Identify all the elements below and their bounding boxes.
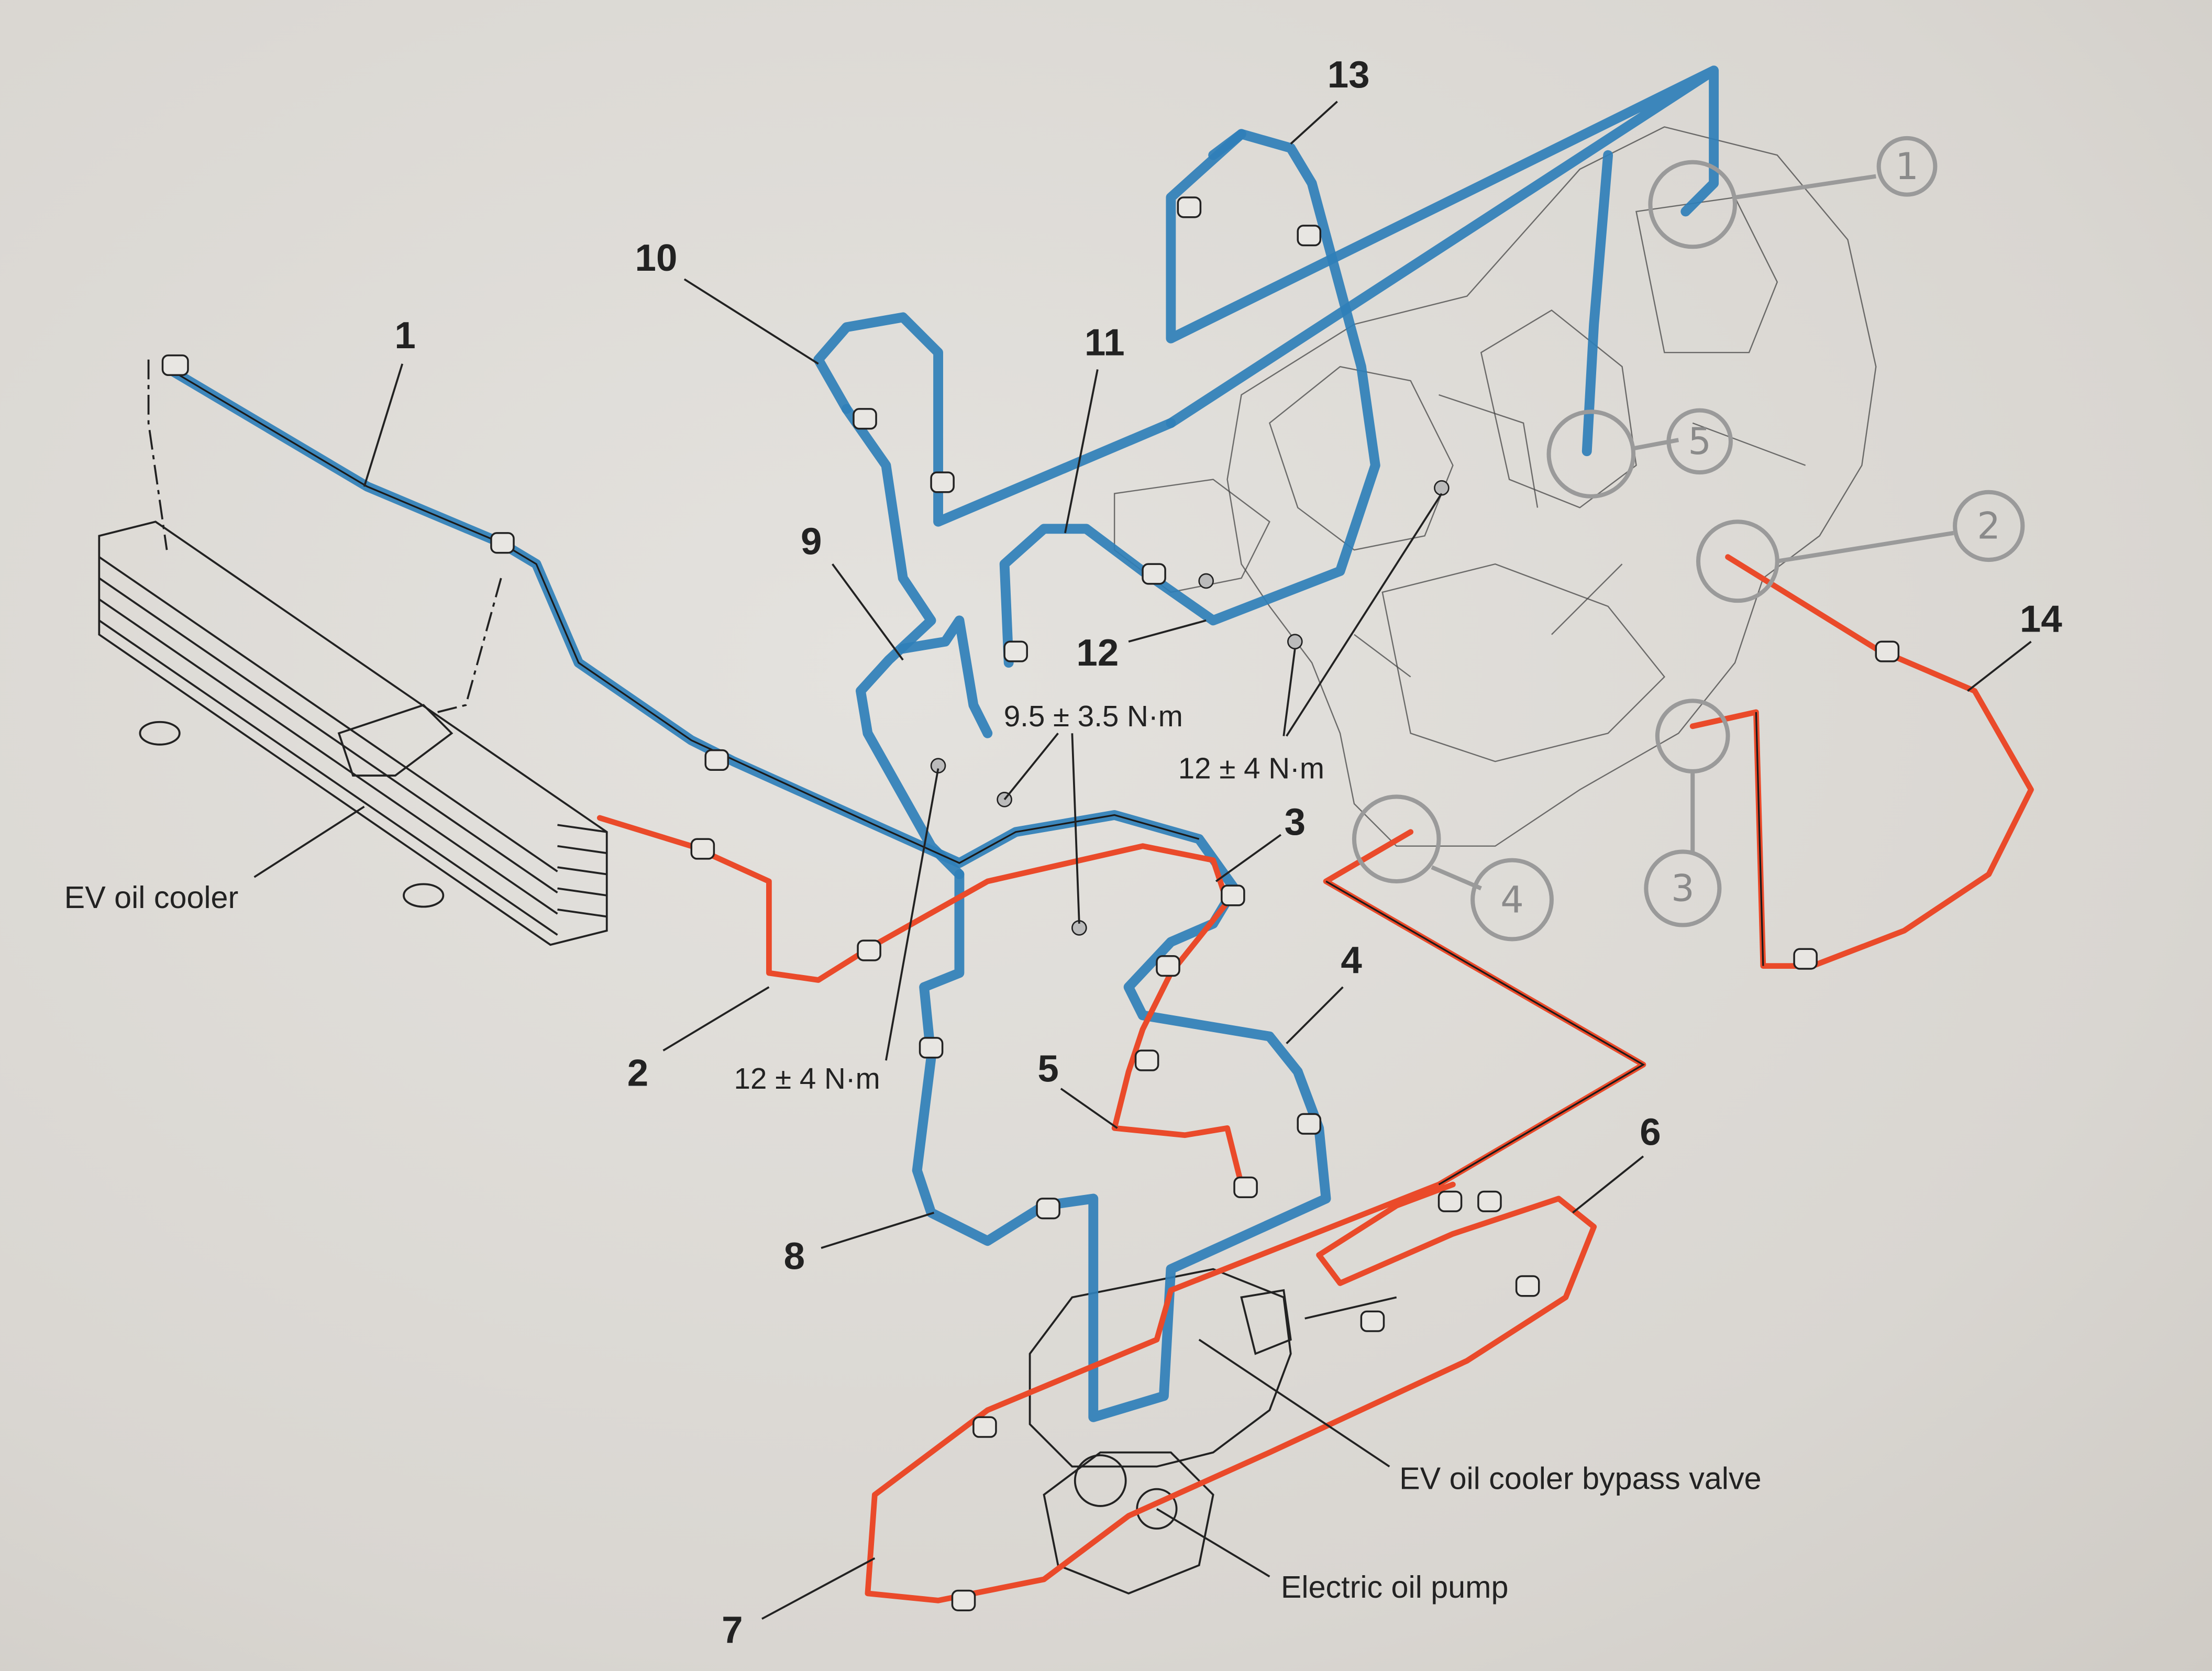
ev-oil-cooler-drawing — [98, 359, 608, 946]
callout-11: 11 — [1085, 322, 1125, 364]
pencil-marks — [1352, 136, 2025, 942]
hose-13-branch — [1581, 150, 1613, 457]
callout-10: 10 — [635, 237, 678, 279]
callout-1: 1 — [394, 314, 415, 357]
callout-3: 3 — [1285, 801, 1306, 843]
handwritten-mark: 3 — [1671, 867, 1695, 910]
hose-9 — [842, 404, 965, 879]
handwritten-mark: 4 — [1500, 878, 1524, 921]
label-bypass-valve: EV oil cooler bypass valve — [1399, 1461, 1761, 1496]
torque-spec: 12 ± 4 N·m — [734, 1062, 880, 1095]
pump-valve-assembly-drawing — [1028, 1268, 1397, 1595]
handwritten-circle-2 — [1953, 490, 2025, 562]
blue-hose-lines — [164, 65, 1719, 1422]
handwritten-circle-1 — [1876, 136, 1938, 197]
hose-9-return — [898, 615, 993, 738]
handwritten-mark: 1 — [1895, 145, 1919, 188]
transmission-outline — [1113, 126, 1877, 847]
hose-1 — [164, 364, 1331, 1422]
torque-spec: 12 ± 4 N·m — [1178, 751, 1324, 784]
hose-10 — [813, 312, 1176, 527]
handwritten-mark: 2 — [1977, 505, 2000, 548]
hose-clamps — [161, 196, 1900, 1611]
torque-spec: 9.5 ± 3.5 N·m — [1004, 700, 1183, 733]
callout-6: 6 — [1640, 1111, 1661, 1154]
handwritten-circle-5 — [1666, 408, 1733, 475]
callout-13: 13 — [1328, 53, 1370, 96]
hose-2 — [596, 815, 1244, 1188]
label-ev-oil-cooler: EV oil cooler — [64, 880, 239, 915]
callout-5: 5 — [1037, 1047, 1058, 1090]
callout-12: 12 — [1076, 632, 1119, 674]
label-electric-oil-pump: Electric oil pump — [1281, 1569, 1509, 1604]
callout-4: 4 — [1341, 939, 1362, 981]
hose-11-lower — [999, 129, 1380, 668]
callout-9: 9 — [801, 520, 822, 562]
handwritten-circle-4 — [1470, 858, 1554, 942]
hose-6-7 — [865, 829, 1646, 1603]
callout-14: 14 — [2020, 597, 2062, 640]
callout-7: 7 — [722, 1609, 743, 1651]
handwritten-mark: 5 — [1688, 420, 1711, 463]
hose-14 — [1689, 554, 2034, 969]
callout-2: 2 — [627, 1052, 648, 1094]
handwritten-circle-3 — [1644, 849, 1722, 927]
red-hose-lines — [596, 554, 2034, 1603]
hose-11 — [1166, 65, 1719, 428]
callout-8: 8 — [784, 1235, 805, 1278]
leader-lines — [253, 101, 2032, 1620]
